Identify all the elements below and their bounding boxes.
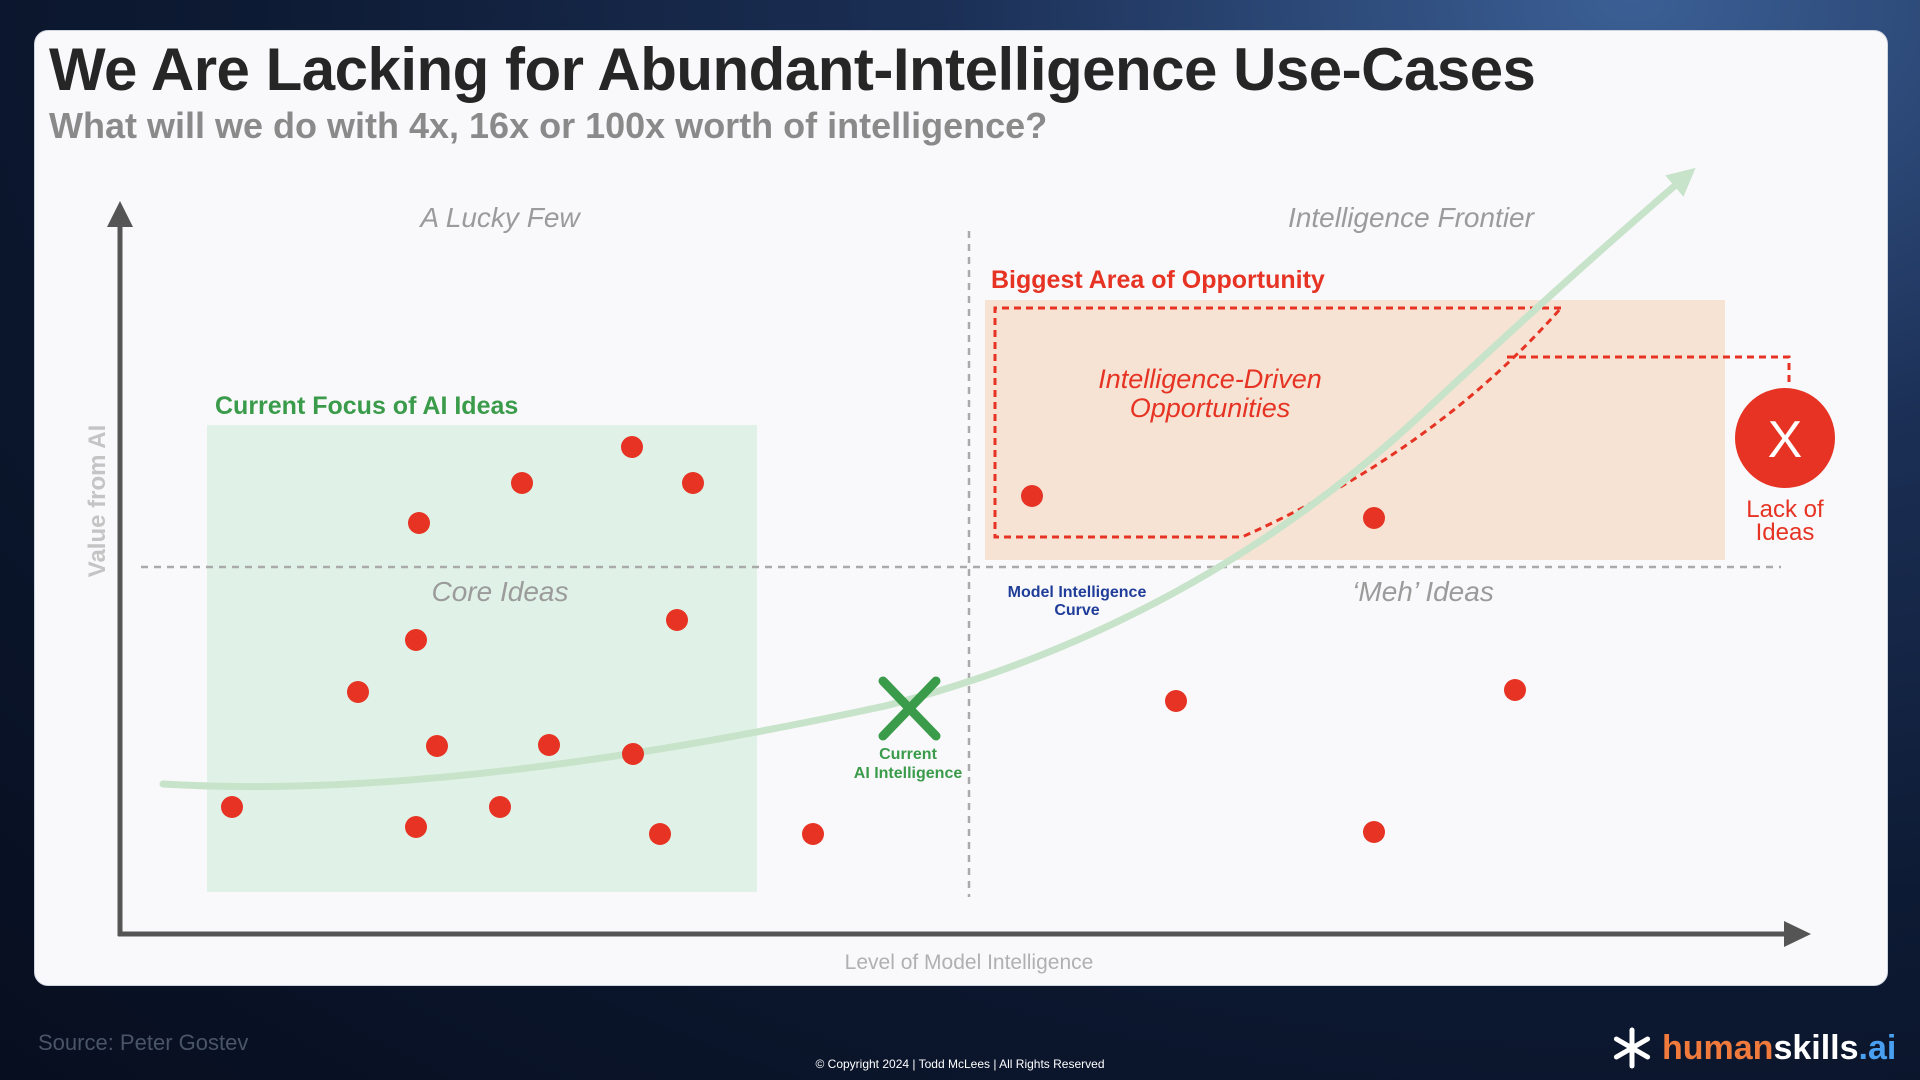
- idea-dot: [621, 436, 643, 458]
- idea-dot: [666, 609, 688, 631]
- curve-label-2: Curve: [1054, 602, 1099, 619]
- idea-dot: [1165, 690, 1187, 712]
- slide-card: We Are Lacking for Abundant-Intelligence…: [34, 30, 1888, 986]
- quadrant-intelligence-frontier: Intelligence Frontier: [1288, 202, 1536, 233]
- source-credit: Source: Peter Gostev: [38, 1030, 249, 1055]
- lack-connector: [1507, 355, 1791, 383]
- current-focus-region: [207, 425, 757, 892]
- current-ai-intelligence-x-icon: [878, 676, 941, 741]
- idea-dot: [405, 629, 427, 651]
- model-intelligence-curve: [159, 167, 1696, 791]
- idea-dot: [1363, 507, 1385, 529]
- idea-dot: [426, 735, 448, 757]
- brand-logo[interactable]: humanskills.ai: [1610, 1024, 1900, 1072]
- idea-dot: [511, 472, 533, 494]
- x-axis-label: Level of Model Intelligence: [845, 951, 1094, 974]
- idea-dot: [802, 823, 824, 845]
- brand-part-skills: skills: [1773, 1029, 1859, 1067]
- idea-dot: [649, 823, 671, 845]
- idea-dot: [622, 743, 644, 765]
- x-axis-arrowhead: [1784, 921, 1811, 947]
- idea-dot: [347, 681, 369, 703]
- copyright-notice: © Copyright 2024 | Todd McLees | All Rig…: [815, 1057, 1105, 1071]
- idea-dot: [682, 472, 704, 494]
- value-intelligence-diagram: Value from AI Level of Model Intelligenc…: [84, 167, 1835, 974]
- current-ai-label-1: Current: [879, 746, 937, 763]
- lack-of-ideas-badge: [1735, 388, 1835, 488]
- quadrant-meh-ideas: ‘Meh’ Ideas: [1352, 576, 1494, 607]
- lack-of-ideas-label-2: Ideas: [1756, 519, 1815, 546]
- idea-dot: [1363, 821, 1385, 843]
- quadrant-lucky-few: A Lucky Few: [418, 202, 581, 233]
- page-title: We Are Lacking for Abundant-Intelligence…: [49, 36, 1536, 103]
- quadrant-core-ideas: Core Ideas: [432, 576, 569, 607]
- idea-dot: [221, 796, 243, 818]
- idea-dot: [489, 796, 511, 818]
- current-ai-label-2: AI Intelligence: [854, 765, 963, 782]
- brand-part-ai: .ai: [1858, 1029, 1897, 1067]
- idea-dot: [1504, 679, 1526, 701]
- idea-dot: [405, 816, 427, 838]
- y-axis-arrowhead: [107, 201, 133, 227]
- intelligence-driven-outline: [993, 306, 1563, 539]
- brand-part-human: human: [1662, 1029, 1774, 1067]
- idea-dot: [408, 512, 430, 534]
- page-subtitle: What will we do with 4x, 16x or 100x wor…: [49, 105, 1048, 146]
- idea-dot: [1021, 485, 1043, 507]
- asterisk-logo-icon: [1613, 1027, 1651, 1069]
- intelligence-driven-label-2: Opportunities: [1130, 393, 1291, 423]
- brand-wordmark: humanskills.ai: [1662, 1031, 1896, 1065]
- intelligence-driven-label-1: Intelligence-Driven: [1098, 364, 1322, 394]
- biggest-opportunity-region: [985, 300, 1725, 560]
- lack-of-ideas-x-icon: X: [1768, 411, 1803, 469]
- y-axis-label: Value from AI: [84, 425, 111, 577]
- lack-of-ideas-label-1: Lack of: [1746, 496, 1824, 523]
- curve-label-1: Model Intelligence: [1008, 584, 1147, 601]
- current-focus-label: Current Focus of AI Ideas: [215, 392, 518, 420]
- biggest-opportunity-label: Biggest Area of Opportunity: [991, 266, 1325, 294]
- idea-dot: [538, 734, 560, 756]
